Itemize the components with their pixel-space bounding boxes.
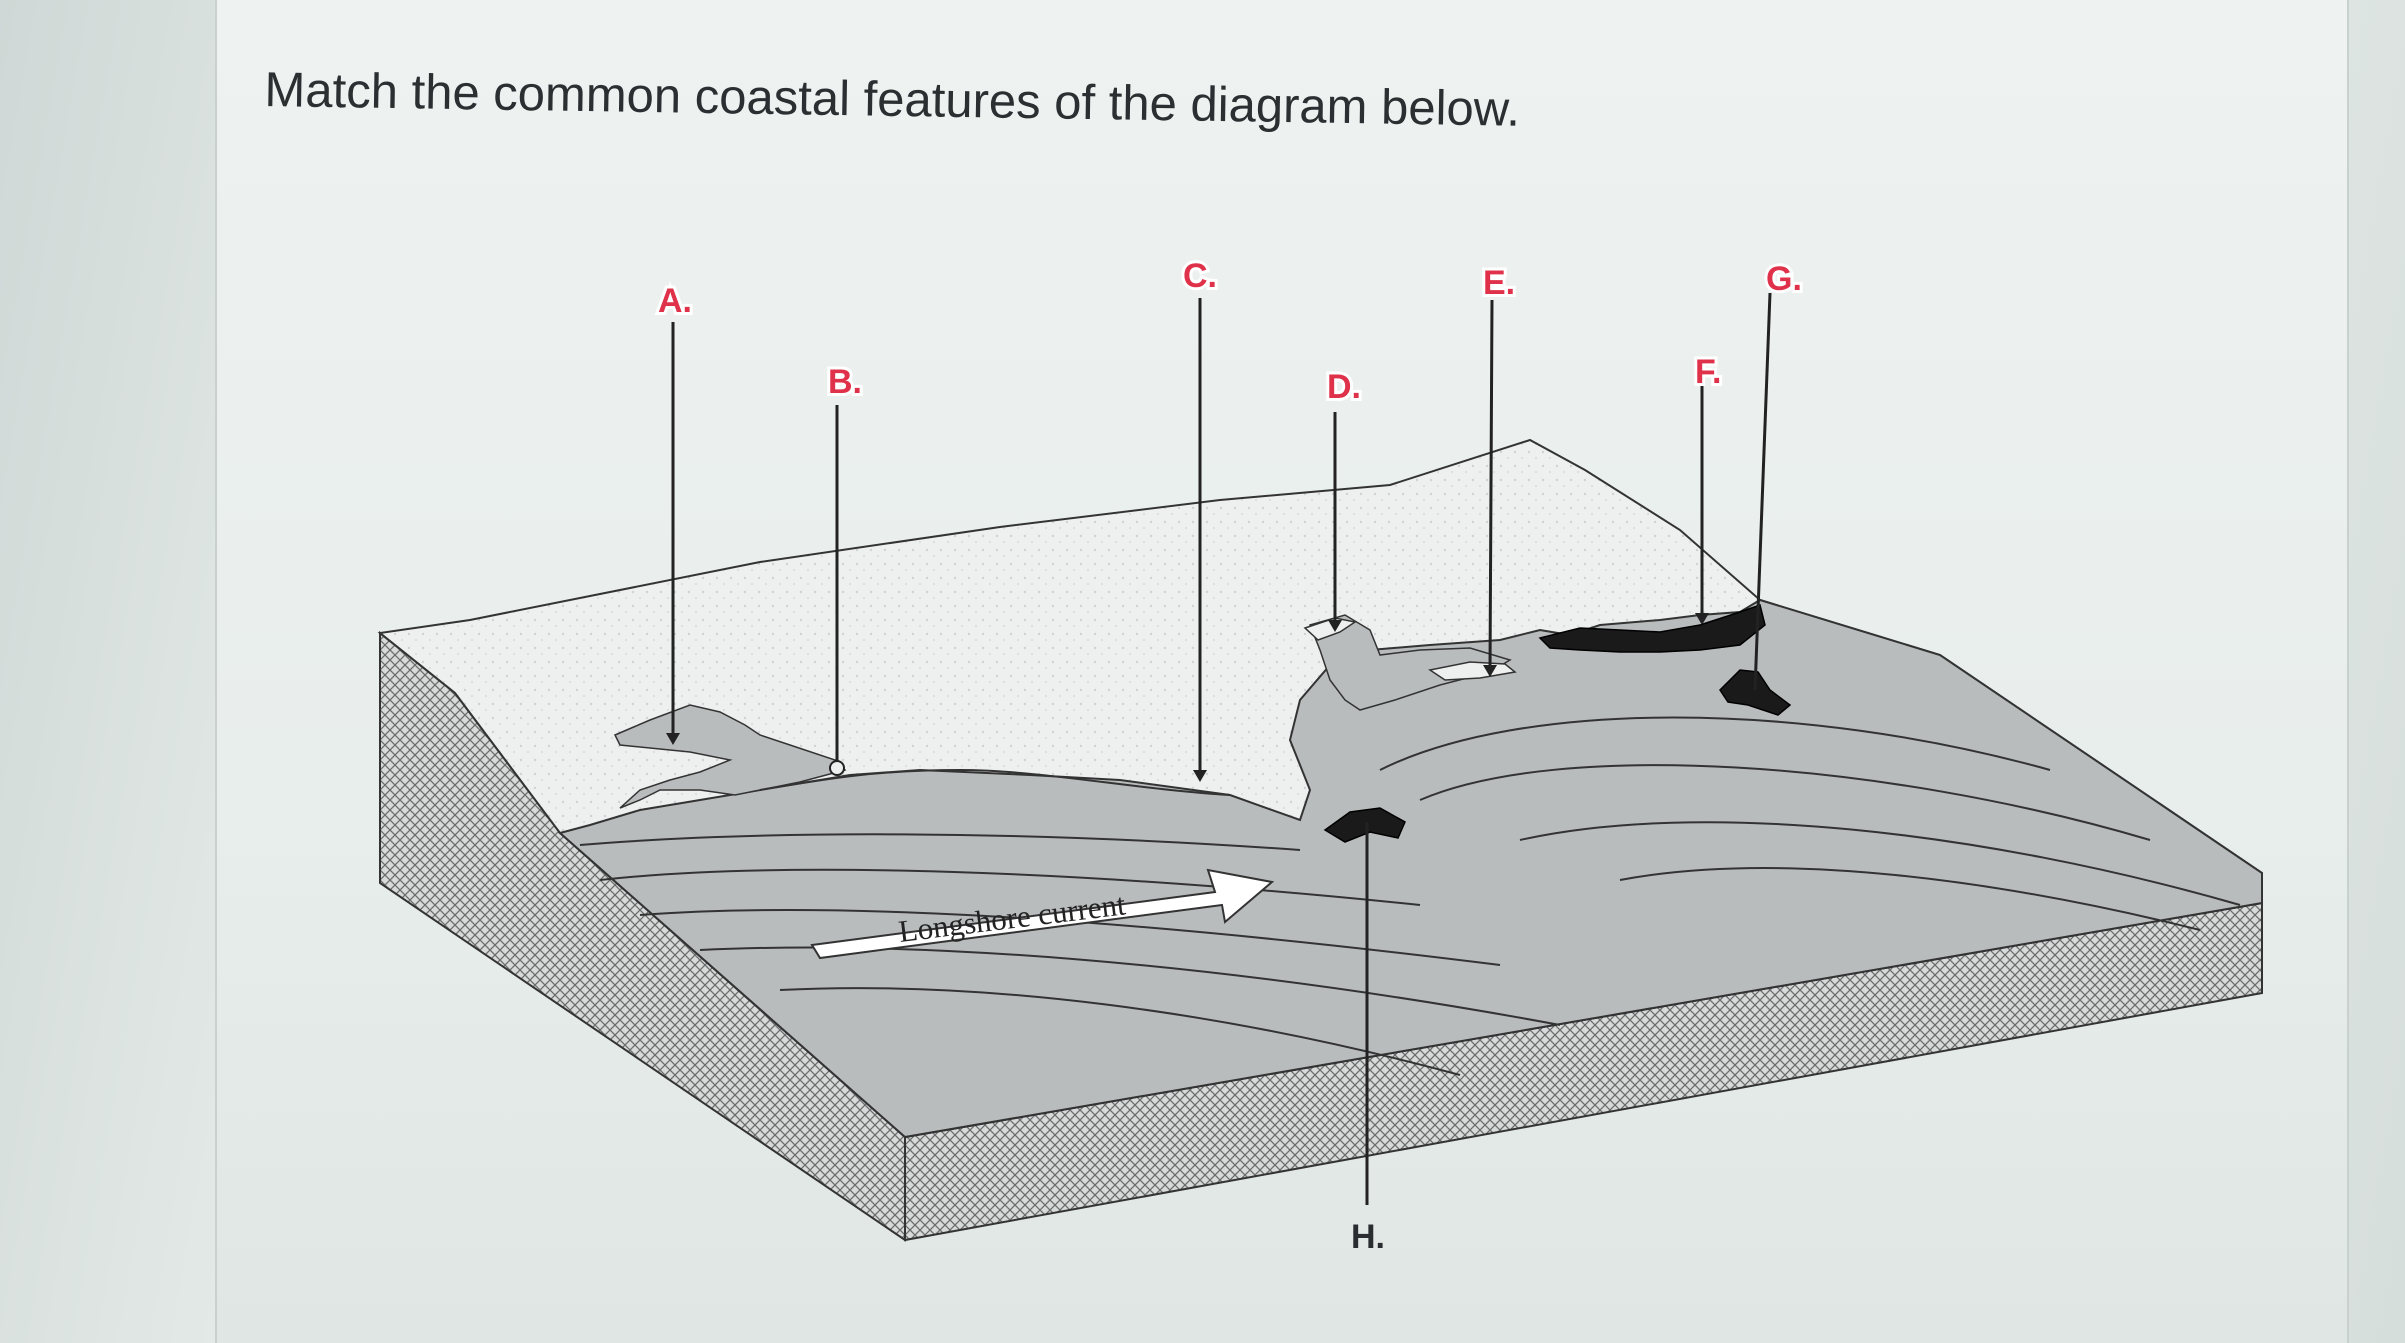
label-e: E. <box>1483 264 1515 302</box>
label-f: F. <box>1695 353 1721 391</box>
wave-lines <box>579 716 2241 1076</box>
spit <box>1303 617 1357 641</box>
rock-h <box>1323 807 1406 843</box>
sea-stack <box>1719 669 1792 716</box>
beach-line-c <box>759 768 1231 796</box>
label-b: B. <box>828 363 862 401</box>
label-h: H. <box>1351 1218 1385 1256</box>
leader-lines <box>671 292 1772 1205</box>
label-a: A. <box>658 282 692 320</box>
leader-pointers <box>666 613 1709 782</box>
label-d: D. <box>1327 368 1361 406</box>
label-g: G. <box>1766 260 1802 298</box>
headland-cliff <box>1538 604 1766 653</box>
label-c: C. <box>1183 257 1217 295</box>
